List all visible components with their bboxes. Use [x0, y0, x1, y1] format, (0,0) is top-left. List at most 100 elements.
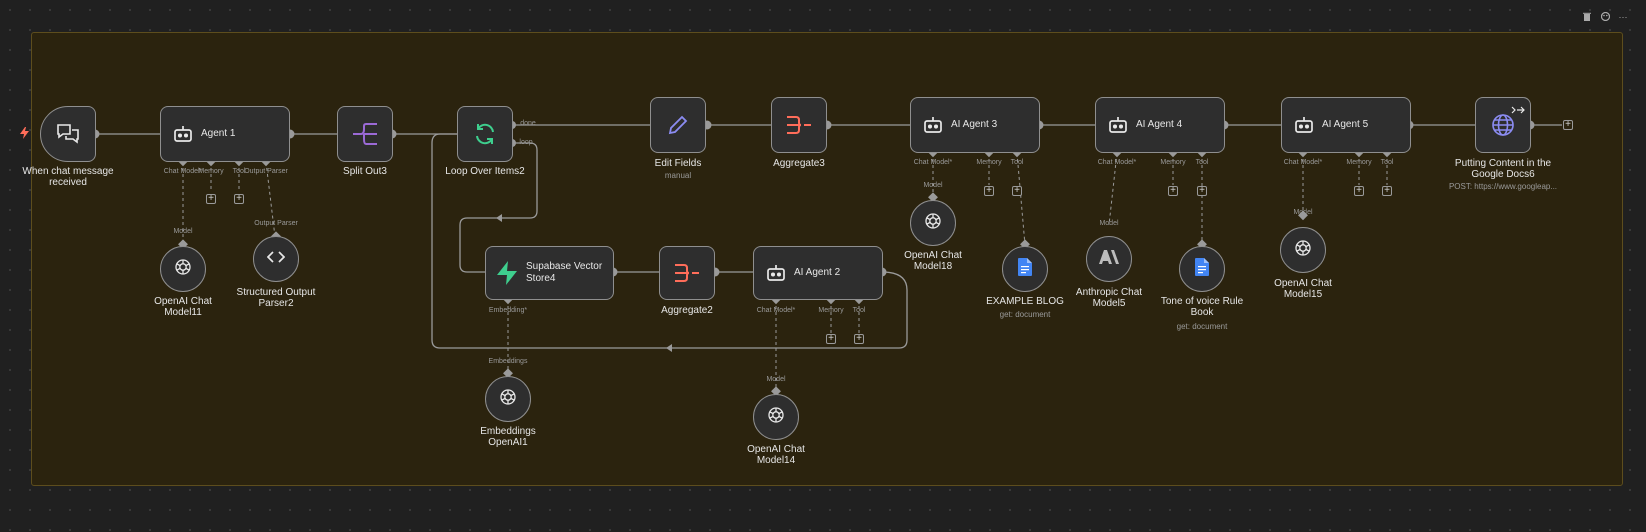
add-tool-button[interactable]: + — [1382, 186, 1392, 196]
port-tool: Tool — [1010, 159, 1024, 166]
pencil-icon — [667, 114, 689, 136]
node-label: Embeddings OpenAI1 — [480, 426, 536, 448]
node-split-out[interactable] — [337, 106, 393, 162]
openai-icon — [923, 211, 943, 236]
google-docs-icon — [1195, 257, 1209, 281]
add-memory-button[interactable]: + — [1168, 186, 1178, 196]
palette-icon[interactable] — [1600, 11, 1610, 23]
add-memory-button[interactable]: + — [1354, 186, 1364, 196]
node-subtitle: POST: https://www.googleap... — [1448, 182, 1558, 191]
add-tool-button[interactable]: + — [854, 334, 864, 344]
node-openai18[interactable] — [910, 200, 956, 246]
port-memory: Memory — [1346, 159, 1372, 166]
openai-icon — [173, 257, 193, 282]
globe-icon — [1491, 113, 1515, 137]
robot-icon — [766, 264, 786, 282]
node-label: EXAMPLE BLOG — [986, 296, 1064, 307]
port-tool: Tool — [232, 168, 246, 175]
wire-agent2-loopback — [431, 133, 908, 349]
add-tool-button[interactable]: + — [1197, 186, 1207, 196]
node-agent1[interactable]: Agent 1 — [160, 106, 290, 162]
port-chat-model: Chat Model* — [1097, 159, 1137, 166]
robot-icon — [173, 125, 193, 143]
node-anthropic5[interactable] — [1086, 236, 1132, 282]
port-memory: Memory — [818, 307, 844, 314]
node-example-blog[interactable] — [1002, 246, 1048, 292]
node-title: Agent 1 — [201, 128, 236, 139]
node-agent5[interactable]: AI Agent 5 — [1281, 97, 1411, 153]
node-loop[interactable] — [457, 106, 513, 162]
node-subtitle: get: document — [1176, 322, 1228, 331]
port-chat-model: Chat Model* — [756, 307, 796, 314]
node-label: OpenAI Chat Model15 — [1274, 278, 1332, 300]
code-brackets-icon — [266, 250, 286, 269]
port-label: Model — [173, 228, 193, 235]
port-label: Model — [766, 376, 786, 383]
port-memory: Memory — [976, 159, 1002, 166]
node-chat-trigger[interactable] — [40, 106, 96, 162]
robot-icon — [1294, 116, 1314, 134]
node-aggregate3[interactable] — [771, 97, 827, 153]
port-embedding: Embedding* — [488, 307, 528, 314]
node-label: OpenAI Chat Model18 — [904, 250, 962, 272]
ellipsis-icon[interactable]: ··· — [1618, 12, 1628, 22]
openai-icon — [498, 387, 518, 412]
node-label: Aggregate3 — [773, 158, 825, 169]
node-subtitle: get: document — [999, 310, 1051, 319]
port-tool: Tool — [1195, 159, 1209, 166]
node-label: Structured Output Parser2 — [236, 287, 316, 309]
node-label: When chat message received — [22, 166, 114, 188]
google-docs-icon — [1018, 257, 1032, 281]
node-label: Putting Content in the Google Docs6 — [1454, 158, 1552, 180]
node-title: AI Agent 3 — [951, 119, 998, 130]
wire-example-blog — [1016, 152, 1026, 246]
port-output-parser: Output Parser — [244, 168, 288, 175]
port-memory: Memory — [1160, 159, 1186, 166]
wire-parser2 — [265, 161, 277, 246]
port-label: Model — [1099, 220, 1119, 227]
port-label: Model — [923, 182, 943, 189]
trigger-bolt-icon — [20, 127, 29, 142]
add-node-button[interactable]: + — [1563, 120, 1573, 130]
add-memory-button[interactable]: + — [206, 194, 216, 204]
node-embeddings1[interactable] — [485, 376, 531, 422]
openai-icon — [766, 405, 786, 430]
node-title: AI Agent 5 — [1322, 119, 1369, 130]
node-aggregate2[interactable] — [659, 246, 715, 300]
port-memory: Memory — [198, 168, 224, 175]
anthropic-icon — [1099, 249, 1119, 269]
add-memory-button[interactable]: + — [826, 334, 836, 344]
add-tool-button[interactable]: + — [234, 194, 244, 204]
node-openai14[interactable] — [753, 394, 799, 440]
node-openai15[interactable] — [1280, 227, 1326, 273]
node-label: Split Out3 — [343, 166, 387, 177]
node-tone-book[interactable] — [1179, 246, 1225, 292]
port-chat-model: Chat Model* — [913, 159, 953, 166]
node-label: Loop Over Items2 — [445, 166, 525, 177]
robot-icon — [923, 116, 943, 134]
port-label: Output Parser — [254, 220, 298, 227]
trash-icon[interactable] — [1582, 12, 1592, 23]
split-icon — [352, 122, 378, 146]
output-loop: loop — [519, 139, 533, 146]
node-openai11[interactable] — [160, 246, 206, 292]
node-http[interactable] — [1475, 97, 1531, 153]
aggregate-icon — [674, 263, 700, 283]
port-chat-model: Chat Model* — [163, 168, 203, 175]
port-tool: Tool — [1380, 159, 1394, 166]
node-agent2[interactable]: AI Agent 2 — [753, 246, 883, 300]
node-supabase[interactable]: Supabase Vector Store4 — [485, 246, 614, 300]
add-memory-button[interactable]: + — [984, 186, 994, 196]
node-parser2[interactable] — [253, 236, 299, 282]
node-agent3[interactable]: AI Agent 3 — [910, 97, 1040, 153]
node-agent4[interactable]: AI Agent 4 — [1095, 97, 1225, 153]
node-label: Edit Fields — [654, 158, 702, 169]
port-chat-model: Chat Model* — [1283, 159, 1323, 166]
supabase-icon — [496, 261, 518, 285]
node-label: OpenAI Chat Model11 — [154, 296, 212, 318]
loop-icon — [473, 122, 497, 146]
node-edit-fields[interactable] — [650, 97, 706, 153]
add-tool-button[interactable]: + — [1012, 186, 1022, 196]
sticky-toolbar: ··· — [1582, 11, 1628, 23]
